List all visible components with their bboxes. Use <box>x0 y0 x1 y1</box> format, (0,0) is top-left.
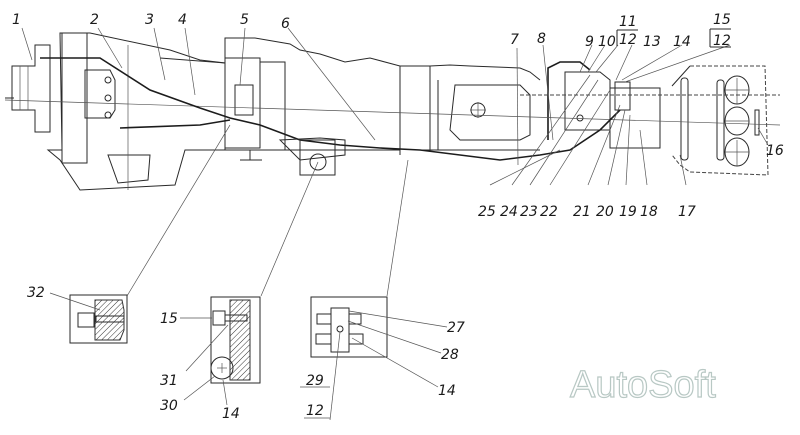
callout-5: 5 <box>240 12 249 28</box>
cable-bracket <box>278 137 346 161</box>
callout-13: 13 <box>643 34 661 50</box>
callout-11-denominator: 12 <box>619 32 637 48</box>
callout-3: 3 <box>145 12 154 28</box>
detail-b-clamp: 15 31 30 14 <box>160 296 261 422</box>
callout-8: 8 <box>537 31 546 47</box>
callout-14: 14 <box>673 34 691 50</box>
callout-11: 11 <box>619 14 637 30</box>
callout-18: 18 <box>640 204 658 220</box>
cable-lower-branch <box>119 119 231 129</box>
callout-31: 31 <box>160 373 178 389</box>
callout-11-over-12: 11 12 <box>616 14 638 48</box>
callout-25: 25 <box>478 204 496 220</box>
mount-bracket <box>299 139 336 176</box>
callout-23: 23 <box>520 204 538 220</box>
center-axis-line <box>4 99 781 126</box>
callout-16: 16 <box>766 143 784 159</box>
callout-4: 4 <box>178 12 187 28</box>
callout-15-detail: 15 <box>160 311 178 327</box>
callout-30: 30 <box>160 398 178 414</box>
detail-c-connector: 27 28 14 29 12 <box>300 296 465 421</box>
callout-14-detail-c: 14 <box>438 383 456 399</box>
callout-19: 19 <box>619 204 637 220</box>
rear-housing <box>399 64 541 155</box>
callout-6: 6 <box>281 16 290 32</box>
callout-21: 21 <box>573 204 591 220</box>
bell-housing <box>46 32 226 191</box>
callout-9: 9 <box>585 34 594 50</box>
callout-15: 15 <box>713 12 731 28</box>
callout-32: 32 <box>27 285 45 301</box>
callout-27: 27 <box>447 320 465 336</box>
callout-12-detail-c: 12 <box>306 403 324 419</box>
callout-7: 7 <box>510 32 519 48</box>
callout-24: 24 <box>500 204 518 220</box>
callout-15-over-12: 15 12 <box>709 12 731 49</box>
callout-10: 10 <box>598 34 616 50</box>
callout-17: 17 <box>678 204 696 220</box>
callout-2: 2 <box>90 12 99 28</box>
callout-1: 1 <box>12 12 21 28</box>
callout-labels: 1 2 3 4 5 6 7 8 9 10 11 12 13 14 15 12 1… <box>12 12 784 220</box>
leader-lines <box>21 27 769 297</box>
front-flange <box>5 44 51 133</box>
gearbox-housing <box>159 37 401 161</box>
callout-29: 29 <box>306 373 324 389</box>
callout-22: 22 <box>540 204 558 220</box>
callout-14-detail-b: 14 <box>222 406 240 422</box>
callout-20: 20 <box>596 204 614 220</box>
watermark: AutoSoft <box>570 364 716 406</box>
main-assembly <box>4 32 781 191</box>
callout-28: 28 <box>441 347 459 363</box>
detail-a-callout-32: 32 <box>27 285 128 344</box>
callout-15-denominator: 12 <box>713 33 731 49</box>
control-cable <box>40 57 621 161</box>
mount-bolt <box>309 153 327 171</box>
control-mechanism <box>547 61 631 140</box>
